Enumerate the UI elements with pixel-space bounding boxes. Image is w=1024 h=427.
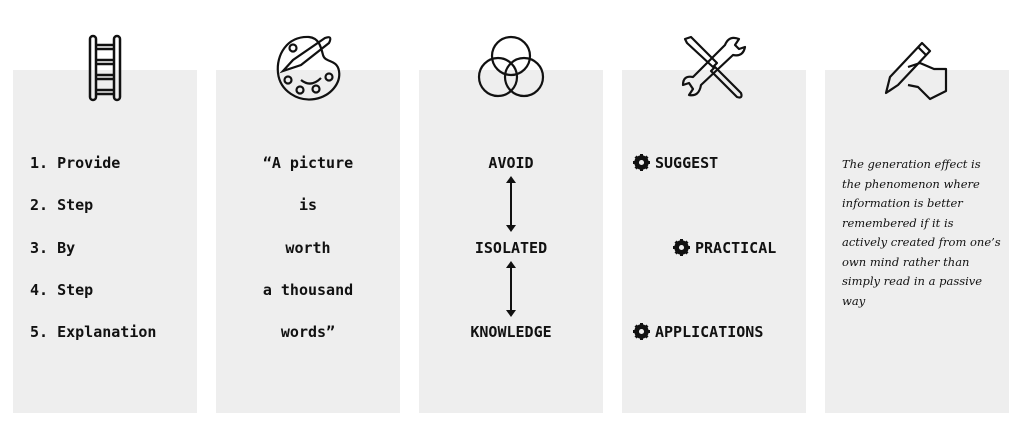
list-item: 1. Provide: [30, 154, 121, 172]
palette-icon: [276, 35, 341, 101]
panel-avoid-isolated: [419, 70, 603, 413]
gear-icon: [633, 323, 650, 340]
applications-label: APPLICATIONS: [655, 323, 764, 341]
double-arrow-icon: [506, 261, 516, 317]
concept-isolated: ISOLATED: [474, 239, 548, 257]
generation-effect-text: The generation effect is the phenomenon …: [842, 157, 1001, 308]
gear-icon: [673, 239, 690, 256]
list-item: 2. Step: [30, 196, 94, 214]
practical-label: PRACTICAL: [695, 239, 777, 257]
panel-suggest-practical: [622, 70, 806, 413]
quote-line: “A picture: [262, 154, 354, 172]
suggestion-item: SUGGEST: [633, 154, 718, 172]
panel-generation-effect: [825, 70, 1009, 413]
concept-knowledge: KNOWLEDGE: [470, 323, 552, 341]
suggestion-item: APPLICATIONS: [633, 323, 763, 341]
list-item: 5. Explanation: [30, 323, 157, 341]
gear-icon: [633, 154, 650, 171]
tools-icon: [681, 35, 747, 99]
panel-picture-quote: [216, 70, 400, 413]
suggest-label: SUGGEST: [655, 154, 719, 172]
ladder-icon: [88, 34, 122, 102]
venn-diagram-icon: [477, 35, 545, 98]
concept-avoid: AVOID: [488, 154, 534, 172]
suggestion-item: PRACTICAL: [673, 239, 776, 257]
hand-pencil-icon: [884, 41, 948, 101]
list-item: 3. By: [30, 239, 76, 257]
list-item: 4. Step: [30, 281, 94, 299]
quote-line: a thousand: [262, 281, 354, 299]
double-arrow-icon: [506, 176, 516, 232]
quote-line: worth: [285, 239, 331, 257]
quote-line: is: [298, 196, 318, 214]
quote-line: words”: [280, 323, 336, 341]
panel-step-by-step: [13, 70, 197, 413]
